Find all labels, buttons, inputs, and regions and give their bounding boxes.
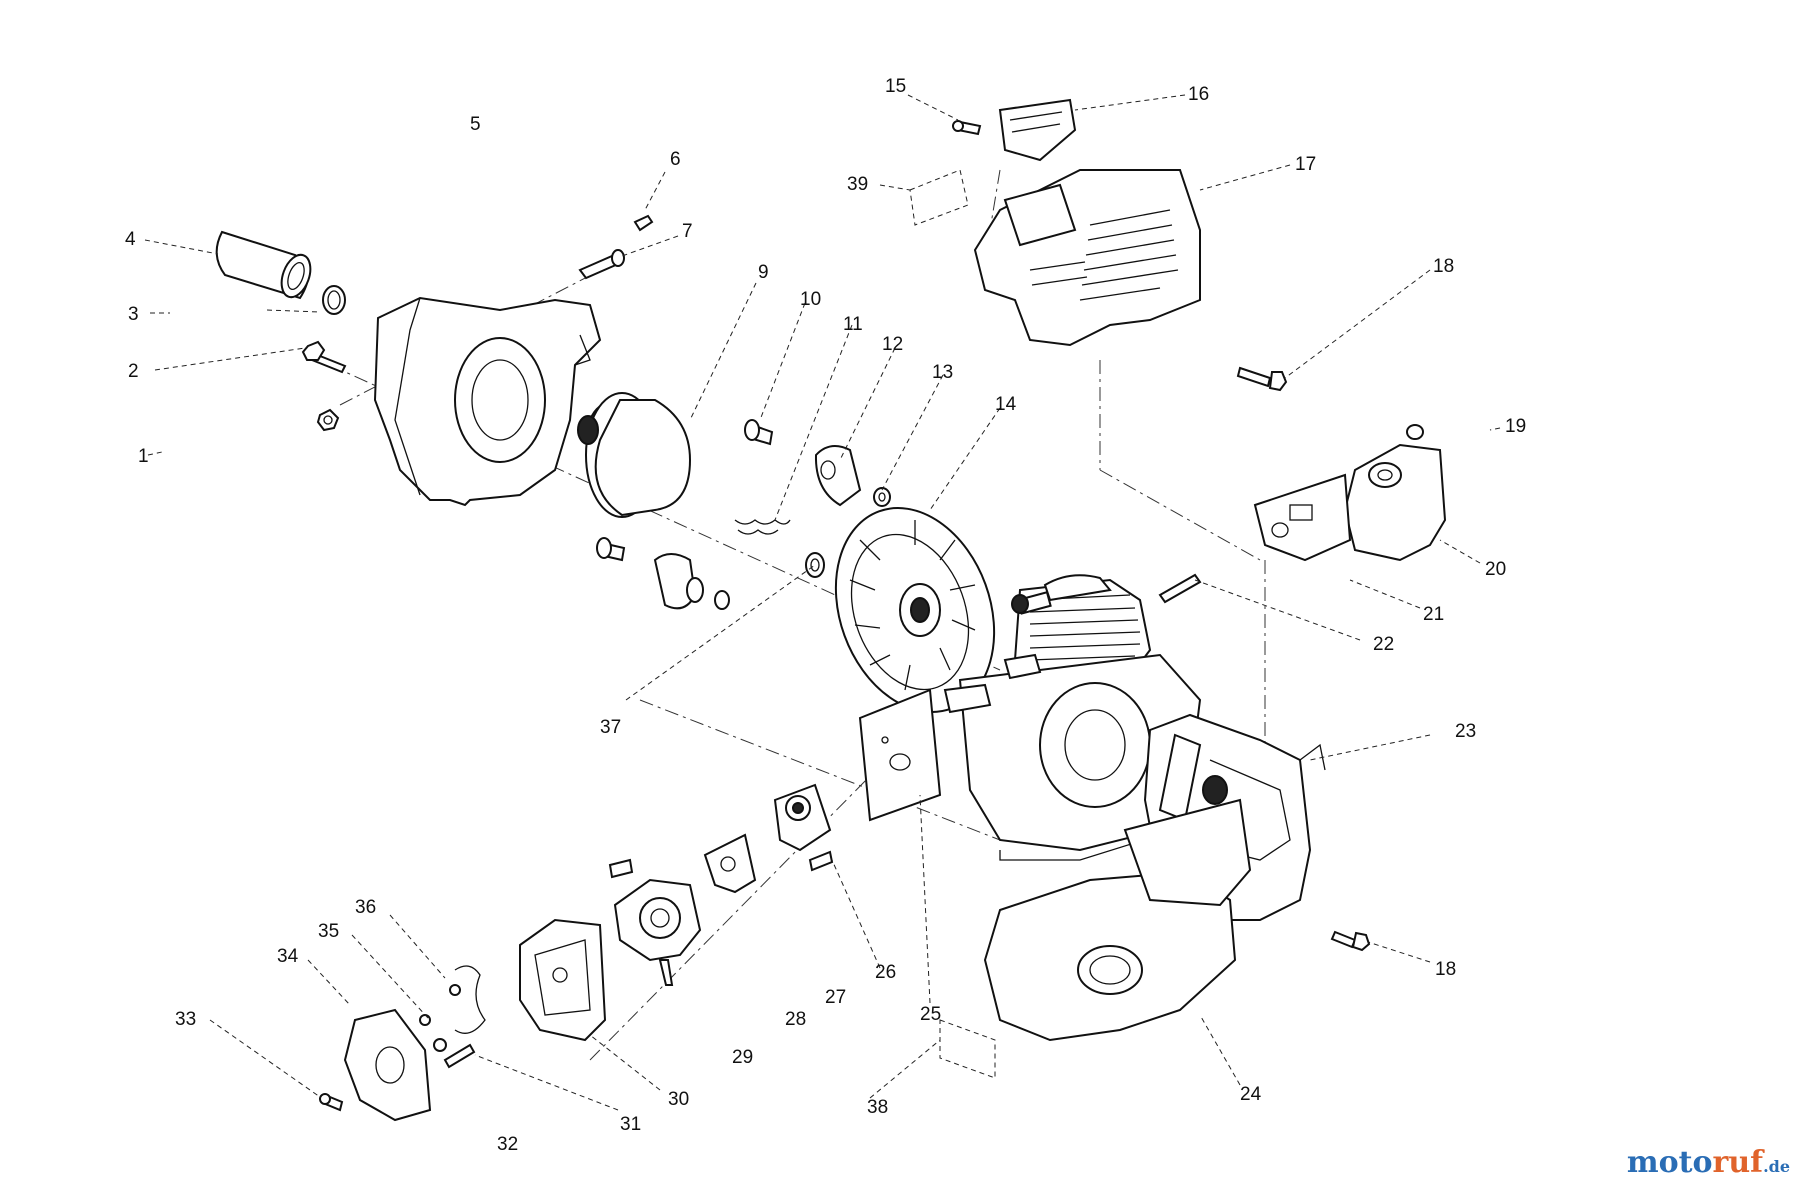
watermark-part1: moto xyxy=(1626,1145,1713,1180)
callout-4: 4 xyxy=(125,229,136,250)
watermark-part2: ruf xyxy=(1712,1145,1764,1180)
callout-12: 12 xyxy=(882,334,903,355)
callout-35: 35 xyxy=(318,921,339,942)
part-bolt-nut xyxy=(301,340,347,432)
leader-lines xyxy=(144,94,1501,1111)
watermark-part3: .de xyxy=(1763,1157,1790,1176)
callout-17: 17 xyxy=(1295,154,1316,175)
callout-36: 36 xyxy=(355,897,376,918)
part-pins xyxy=(578,214,654,280)
callout-39: 39 xyxy=(847,174,868,195)
part-fan-housing xyxy=(373,296,602,507)
part-plate-39 xyxy=(909,169,969,226)
part-screw-15 xyxy=(952,120,982,136)
part-air-box xyxy=(519,918,607,1042)
callout-3: 3 xyxy=(128,304,139,325)
callout-24: 24 xyxy=(1240,1084,1262,1105)
callout-18-top: 18 xyxy=(1433,256,1454,277)
callout-16: 16 xyxy=(1188,84,1209,105)
callout-38: 38 xyxy=(867,1097,888,1118)
callout-9: 9 xyxy=(758,262,769,283)
callout-7: 7 xyxy=(682,221,693,242)
callout-37: 37 xyxy=(600,717,621,738)
site-watermark-logo: motoruf.de xyxy=(1627,1145,1790,1180)
callout-10: 10 xyxy=(800,289,821,310)
callout-1: 1 xyxy=(138,446,149,467)
callout-25: 25 xyxy=(920,1004,941,1025)
part-pulley xyxy=(577,392,692,518)
part-engine-block xyxy=(943,574,1202,861)
callout-29: 29 xyxy=(732,1047,753,1068)
part-adapter-26 xyxy=(773,783,834,872)
part-fuel-tank xyxy=(983,798,1252,1042)
callout-5: 5 xyxy=(470,114,481,135)
callout-26: 26 xyxy=(875,962,896,983)
callout-18-bottom: 18 xyxy=(1435,959,1456,980)
part-plate-38 xyxy=(939,1019,996,1079)
callout-14: 14 xyxy=(995,394,1017,415)
part-clutch-bits xyxy=(734,419,891,535)
callout-2: 2 xyxy=(128,361,139,382)
part-stud-22 xyxy=(1158,573,1202,604)
part-bolt-18-top xyxy=(1236,366,1288,392)
part-gasket-21 xyxy=(1253,473,1352,562)
callout-23: 23 xyxy=(1455,721,1476,742)
part-muffler xyxy=(1343,424,1447,562)
part-air-cover xyxy=(319,1008,432,1122)
callout-22: 22 xyxy=(1373,634,1394,655)
callout-28: 28 xyxy=(785,1009,806,1030)
callout-30: 30 xyxy=(668,1089,689,1110)
callout-11: 11 xyxy=(843,314,863,335)
callout-19: 19 xyxy=(1505,416,1526,437)
part-tube xyxy=(215,230,346,315)
callout-34: 34 xyxy=(277,946,299,967)
callout-31: 31 xyxy=(620,1114,641,1135)
callout-labels: 1 2 3 4 5 6 7 9 10 11 12 13 14 15 16 17 … xyxy=(125,76,1526,1155)
callout-32: 32 xyxy=(497,1134,518,1155)
callout-13: 13 xyxy=(932,362,953,383)
callout-15: 15 xyxy=(885,76,906,97)
callout-6: 6 xyxy=(670,149,681,170)
part-bolt-18-bottom xyxy=(1330,930,1371,952)
part-gasket-27 xyxy=(703,833,757,894)
callout-27: 27 xyxy=(825,987,846,1008)
part-carburetor xyxy=(608,858,702,986)
part-small-cover xyxy=(998,98,1077,162)
part-filter-bits xyxy=(419,965,486,1069)
callout-20: 20 xyxy=(1485,559,1506,580)
callout-33: 33 xyxy=(175,1009,196,1030)
part-shroud xyxy=(973,169,1201,347)
callout-21: 21 xyxy=(1423,604,1444,625)
part-cam-and-washers xyxy=(596,537,825,610)
part-gasket-25 xyxy=(858,688,942,822)
